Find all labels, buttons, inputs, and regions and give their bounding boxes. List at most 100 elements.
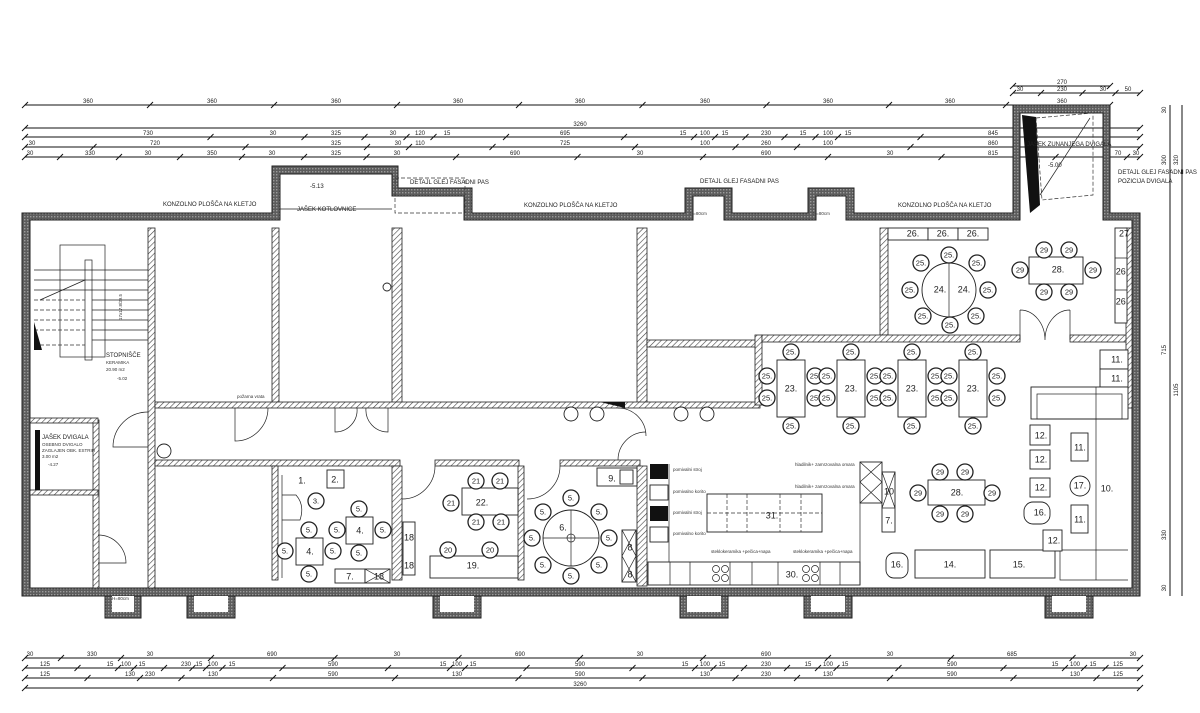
item-label: 28. (951, 487, 964, 497)
dimension-tick (136, 674, 144, 682)
item-label: 1. (298, 475, 306, 485)
dimension-tick (21, 143, 29, 151)
item-label: 12. (1035, 454, 1048, 464)
dimension-label: 725 (560, 141, 571, 147)
chair-label: 29 (1065, 287, 1073, 296)
dimension-label: 360 (83, 99, 94, 105)
chair: 25. (758, 389, 776, 407)
chair: 5. (562, 489, 580, 507)
sink-label: pomivalno korito (673, 531, 706, 536)
elevator-level: -4.27 (48, 462, 59, 467)
dimension-label: 30 (887, 652, 894, 658)
dimension-tick (812, 133, 819, 141)
dimension-label: 690 (761, 652, 772, 658)
chair: 3. (307, 492, 325, 510)
chair-label: 25. (822, 393, 832, 402)
chair-label: 21 (472, 517, 480, 526)
dimension-label: 100 (823, 141, 834, 147)
stairwell-name: STOPNIŠČE (106, 352, 141, 359)
chair: 29 (1060, 283, 1078, 301)
dimension-tick (219, 664, 226, 672)
boiler-shaft-label: JAŠEK KOTLOVNICE (297, 206, 356, 213)
dimension-tick (1037, 89, 1045, 97)
chair-label: 5. (540, 560, 546, 569)
chair: 25. (806, 389, 824, 407)
dimension-tick (21, 654, 29, 662)
dimension-label: 30 (270, 131, 277, 137)
dimension-label: 30 (394, 151, 401, 157)
chair-label: 25. (762, 371, 772, 380)
item-label: 12. (1035, 482, 1048, 492)
item-label: 9. (608, 473, 616, 483)
dimension-label: 330 (1162, 529, 1168, 540)
chair: 25. (940, 246, 958, 264)
chair: 21 (442, 494, 460, 512)
dimension-label: 360 (700, 99, 711, 105)
chair-label: 5. (334, 525, 340, 534)
annotations: KONZOLNO PLOŠČA NA KLETJO KONZOLNO PLOŠČ… (42, 141, 1197, 601)
dimension-label: 70 (1115, 151, 1122, 157)
dimension-label: 690 (761, 151, 772, 157)
elevator-floor: ZAGLAJEN OBK. ESTRIH (42, 448, 95, 453)
dimension-tick (430, 133, 437, 141)
chair-label: 25. (931, 393, 941, 402)
dimension-label: 1105 (1174, 383, 1180, 397)
dimension-tick (1102, 664, 1109, 672)
dimension-label: 30 (390, 131, 397, 137)
chair-label: 20 (486, 545, 494, 554)
chair: 5. (600, 529, 618, 547)
dimension-tick (84, 674, 91, 682)
chair: 5. (534, 503, 552, 521)
dimension-tick (1136, 654, 1144, 662)
dimension-tick (781, 133, 788, 141)
dimension-label: 330 (87, 652, 98, 658)
dimension-tick (393, 101, 401, 109)
dimension-tick (576, 654, 584, 662)
dimension-tick (1061, 664, 1069, 672)
chair-label: 5. (540, 507, 546, 516)
chair-label: 21 (472, 476, 480, 485)
dimension-tick (1136, 674, 1144, 682)
dimension-tick (1136, 89, 1144, 97)
dimension-label: 15 (800, 131, 807, 137)
chair-label: 29 (961, 509, 969, 518)
dimension-tick (793, 143, 801, 151)
chair: 25. (782, 417, 800, 435)
dimension-tick (1093, 674, 1100, 682)
dimension-tick (620, 133, 628, 141)
dimension-label: 230 (761, 672, 772, 678)
dimension-tick (824, 153, 832, 161)
item-label: 30. (786, 569, 799, 579)
dimension-tick (331, 654, 338, 662)
elevator-position-note: POZICIJA DVIGALA (1118, 179, 1172, 185)
dimension-tick (178, 674, 185, 682)
dimension-tick (814, 664, 822, 672)
sink-label: pomivalno korito (673, 489, 706, 494)
dimension-label: 100 (700, 141, 711, 147)
dimension-label: 130 (823, 672, 834, 678)
fridge-label: hladilnik+ zamrzovalna omara (795, 484, 855, 489)
chair: 29 (1011, 261, 1029, 279)
dimension-tick (629, 664, 636, 672)
item-label: 11. (1074, 514, 1086, 524)
dimension-label: 30 (1133, 151, 1140, 157)
dimension-label: 685 (1007, 652, 1018, 658)
dimension-tick (1136, 133, 1144, 141)
dimension-tick (783, 664, 791, 672)
chair: 25. (941, 316, 959, 334)
stove-label: steklokeramika +pečica+napa (793, 549, 853, 554)
chair-label: 25. (931, 371, 941, 380)
item-label: 10 (884, 486, 894, 496)
external-elevator-shaft-label: JAŠEK ZUNANJEGA DVIGALA (1027, 141, 1111, 148)
dimension-label: 120 (415, 131, 426, 137)
dimension-label: 130 (452, 672, 463, 678)
dimension-label: 690 (267, 652, 278, 658)
dimension-tick (732, 674, 739, 682)
dimension-tick (130, 664, 138, 672)
dimension-label: 15 (107, 662, 114, 668)
fan-icons (156, 282, 715, 459)
dimension-label: 130 (125, 672, 136, 678)
dimension-label: 100 (823, 131, 834, 137)
chair-label: 25. (822, 371, 832, 380)
